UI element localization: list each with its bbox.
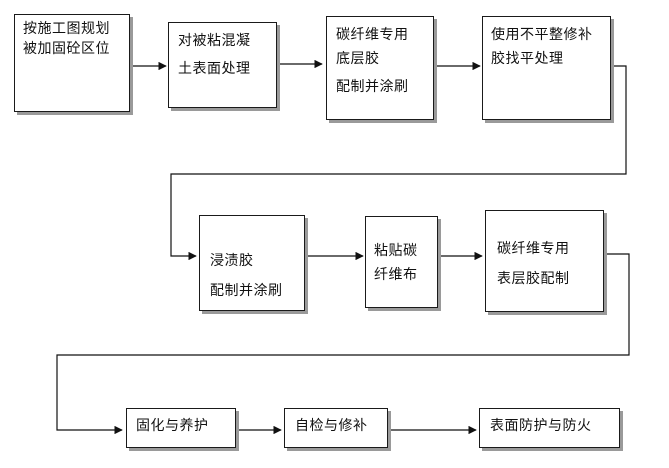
step-box-4	[482, 16, 611, 120]
step-3-line-3: 配制并涂刷	[336, 79, 409, 95]
step-9-line-1: 自检与修补	[295, 418, 368, 434]
step-3-line-1: 碳纤维专用	[336, 27, 409, 43]
step-box-9	[284, 408, 388, 448]
arrow-4-5	[170, 65, 627, 261]
step-box-8	[126, 408, 236, 448]
arrow-7-8	[56, 253, 630, 435]
step-2-line-1: 对被粘混凝	[178, 33, 251, 49]
step-box-3	[326, 16, 434, 120]
step-6-line-1: 粘贴碳	[374, 243, 418, 259]
step-1-line-1: 按施工图规划	[23, 21, 110, 37]
step-5-line-2: 配制并涂刷	[210, 283, 283, 299]
step-8-line-1: 固化与养护	[136, 418, 209, 434]
step-box-10	[479, 408, 620, 448]
step-10-line-1: 表面防护与防火	[490, 418, 592, 434]
step-box-6	[365, 216, 438, 308]
step-4-line-1: 使用不平整修补	[491, 27, 593, 43]
step-1-line-2: 被加固砼区位	[23, 41, 110, 57]
step-box-5	[199, 215, 305, 311]
step-box-2	[168, 22, 277, 108]
step-2-line-2: 土表面处理	[178, 61, 251, 77]
step-3-line-2: 底层胶	[336, 51, 380, 67]
step-5-line-1: 浸渍胶	[210, 253, 254, 269]
step-7-line-2: 表层胶配制	[497, 271, 570, 287]
step-box-7	[485, 210, 604, 312]
step-7-line-1: 碳纤维专用	[497, 241, 570, 257]
step-box-1	[14, 14, 130, 112]
step-4-line-2: 胶找平处理	[491, 51, 564, 67]
step-6-line-2: 纤维布	[374, 267, 418, 283]
